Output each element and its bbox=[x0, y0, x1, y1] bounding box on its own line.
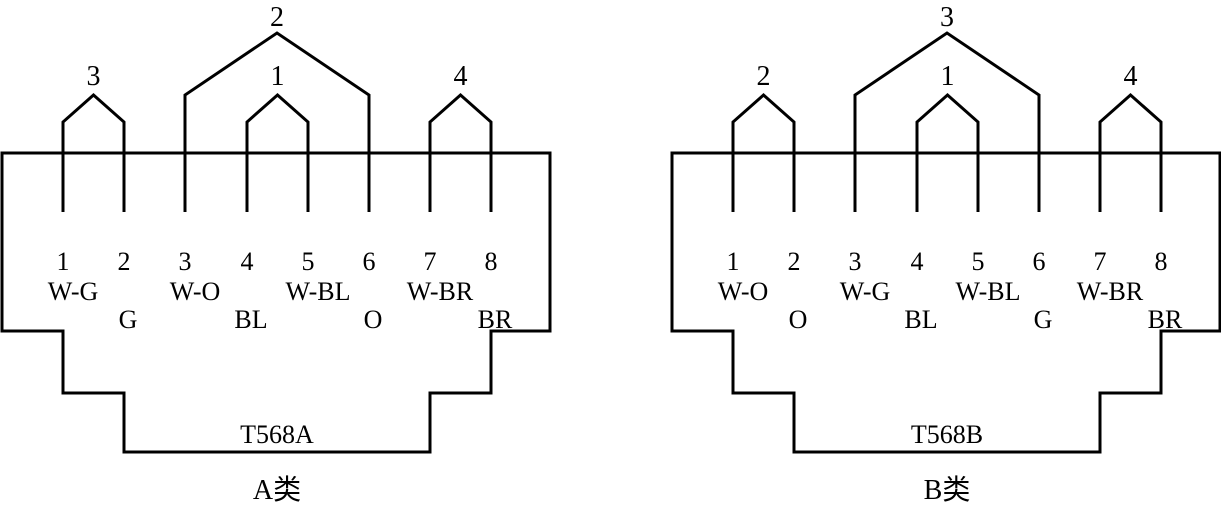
t568a-pin-color: BL bbox=[234, 305, 267, 334]
t568b-pin-number: 7 bbox=[1094, 247, 1107, 276]
t568a-pair-3-wire bbox=[61, 92, 126, 212]
t568b-caption: B类 bbox=[924, 474, 971, 506]
t568b-pair-label: 3 bbox=[940, 2, 954, 33]
t568a-pair-4-wire bbox=[428, 92, 493, 212]
t568a-pair-label: 3 bbox=[87, 61, 101, 92]
t568b-pin-color: W-O bbox=[718, 277, 769, 306]
t568a-pin-color: W-O bbox=[170, 277, 221, 306]
t568a-pin-color: W-G bbox=[48, 277, 99, 306]
t568b-pair-1-wire bbox=[915, 92, 980, 212]
t568b-pin-color: O bbox=[789, 305, 808, 334]
t568b-pair-4-wire bbox=[1098, 92, 1163, 212]
t568b-connector-outline bbox=[670, 151, 1221, 454]
t568b-pin-number: 1 bbox=[727, 247, 740, 276]
t568a-pair-label: 2 bbox=[270, 2, 284, 33]
t568a-standard-label: T568A bbox=[240, 420, 314, 449]
t568a-pin-color: O bbox=[364, 305, 383, 334]
t568b-pin-number: 8 bbox=[1155, 247, 1168, 276]
t568a-pin-color: BR bbox=[478, 305, 513, 334]
t568b-pair-label: 1 bbox=[941, 61, 955, 92]
t568b-pin-number: 6 bbox=[1033, 247, 1046, 276]
t568b-pin-color: W-G bbox=[840, 277, 891, 306]
t568a-pin-number: 6 bbox=[363, 247, 376, 276]
t568b-pin-number: 3 bbox=[849, 247, 862, 276]
t568b-pin-color: BR bbox=[1148, 305, 1183, 334]
t568a-pin-number: 1 bbox=[57, 247, 70, 276]
t568b-pin-color: BL bbox=[904, 305, 937, 334]
t568b-pair-label: 2 bbox=[757, 61, 771, 92]
t568a-pin-number: 3 bbox=[179, 247, 192, 276]
t568b-pin-number: 2 bbox=[788, 247, 801, 276]
t568b-pin-color: G bbox=[1034, 305, 1053, 334]
t568a-pin-color: W-BL bbox=[286, 277, 351, 306]
t568a-pin-color: G bbox=[119, 305, 138, 334]
t568a-pair-label: 1 bbox=[271, 61, 285, 92]
t568b-pin-number: 4 bbox=[911, 247, 924, 276]
t568b-pair-2-wire bbox=[731, 92, 796, 212]
t568b-pin-color: W-BL bbox=[956, 277, 1021, 306]
t568b-pair-label: 4 bbox=[1124, 61, 1138, 92]
t568a-pin-color: W-BR bbox=[407, 277, 474, 306]
t568a-pin-number: 7 bbox=[424, 247, 437, 276]
t568a-pin-number: 2 bbox=[118, 247, 131, 276]
t568a-pin-number: 4 bbox=[241, 247, 254, 276]
t568b-standard-label: T568B bbox=[911, 420, 983, 449]
t568a-pair-label: 4 bbox=[454, 61, 468, 92]
t568a-pair-1-wire bbox=[245, 92, 310, 212]
t568a-pin-number: 5 bbox=[302, 247, 315, 276]
t568b-pin-color: W-BR bbox=[1077, 277, 1144, 306]
t568a-pair-2-wire bbox=[183, 31, 371, 212]
t568a-pin-number: 8 bbox=[485, 247, 498, 276]
t568b-pin-number: 5 bbox=[972, 247, 985, 276]
t568a-connector-outline bbox=[0, 151, 552, 454]
t568a-caption: A类 bbox=[253, 474, 301, 506]
t568b-pair-3-wire bbox=[853, 31, 1041, 212]
